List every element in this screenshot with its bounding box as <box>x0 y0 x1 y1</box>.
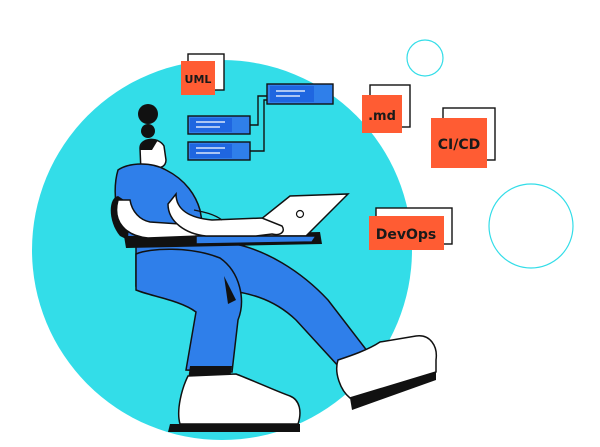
hair-bun-bottom <box>141 124 155 138</box>
right-shoe-sole <box>350 372 436 410</box>
front-arm <box>167 191 284 237</box>
small-ring <box>406 39 444 77</box>
leg-shadow <box>224 276 236 304</box>
cicd-document-icon: CI/CD <box>431 107 496 168</box>
devops-label: DevOps <box>376 227 437 243</box>
hair <box>140 139 158 150</box>
large-ring <box>488 183 574 269</box>
md-document-icon: .md <box>362 84 411 133</box>
laptop-camera <box>295 209 305 219</box>
right-shoe <box>336 335 438 399</box>
md-label: .md <box>368 109 396 124</box>
cicd-label: CI/CD <box>438 137 481 153</box>
file-bar-top <box>266 83 334 105</box>
person-with-laptop <box>110 104 438 432</box>
laptop-base <box>195 235 318 245</box>
left-shoe <box>177 373 301 425</box>
left-shoe-sole <box>168 424 300 432</box>
front-leg <box>135 248 243 373</box>
file-bar-bottom <box>187 141 251 161</box>
arm-crease <box>193 209 223 221</box>
uml-document-icon: UML <box>181 53 225 95</box>
uml-label: UML <box>185 73 212 86</box>
file-bar-middle <box>187 115 251 135</box>
hair-bun-top <box>138 104 158 124</box>
devops-document-icon: DevOps <box>369 207 453 250</box>
